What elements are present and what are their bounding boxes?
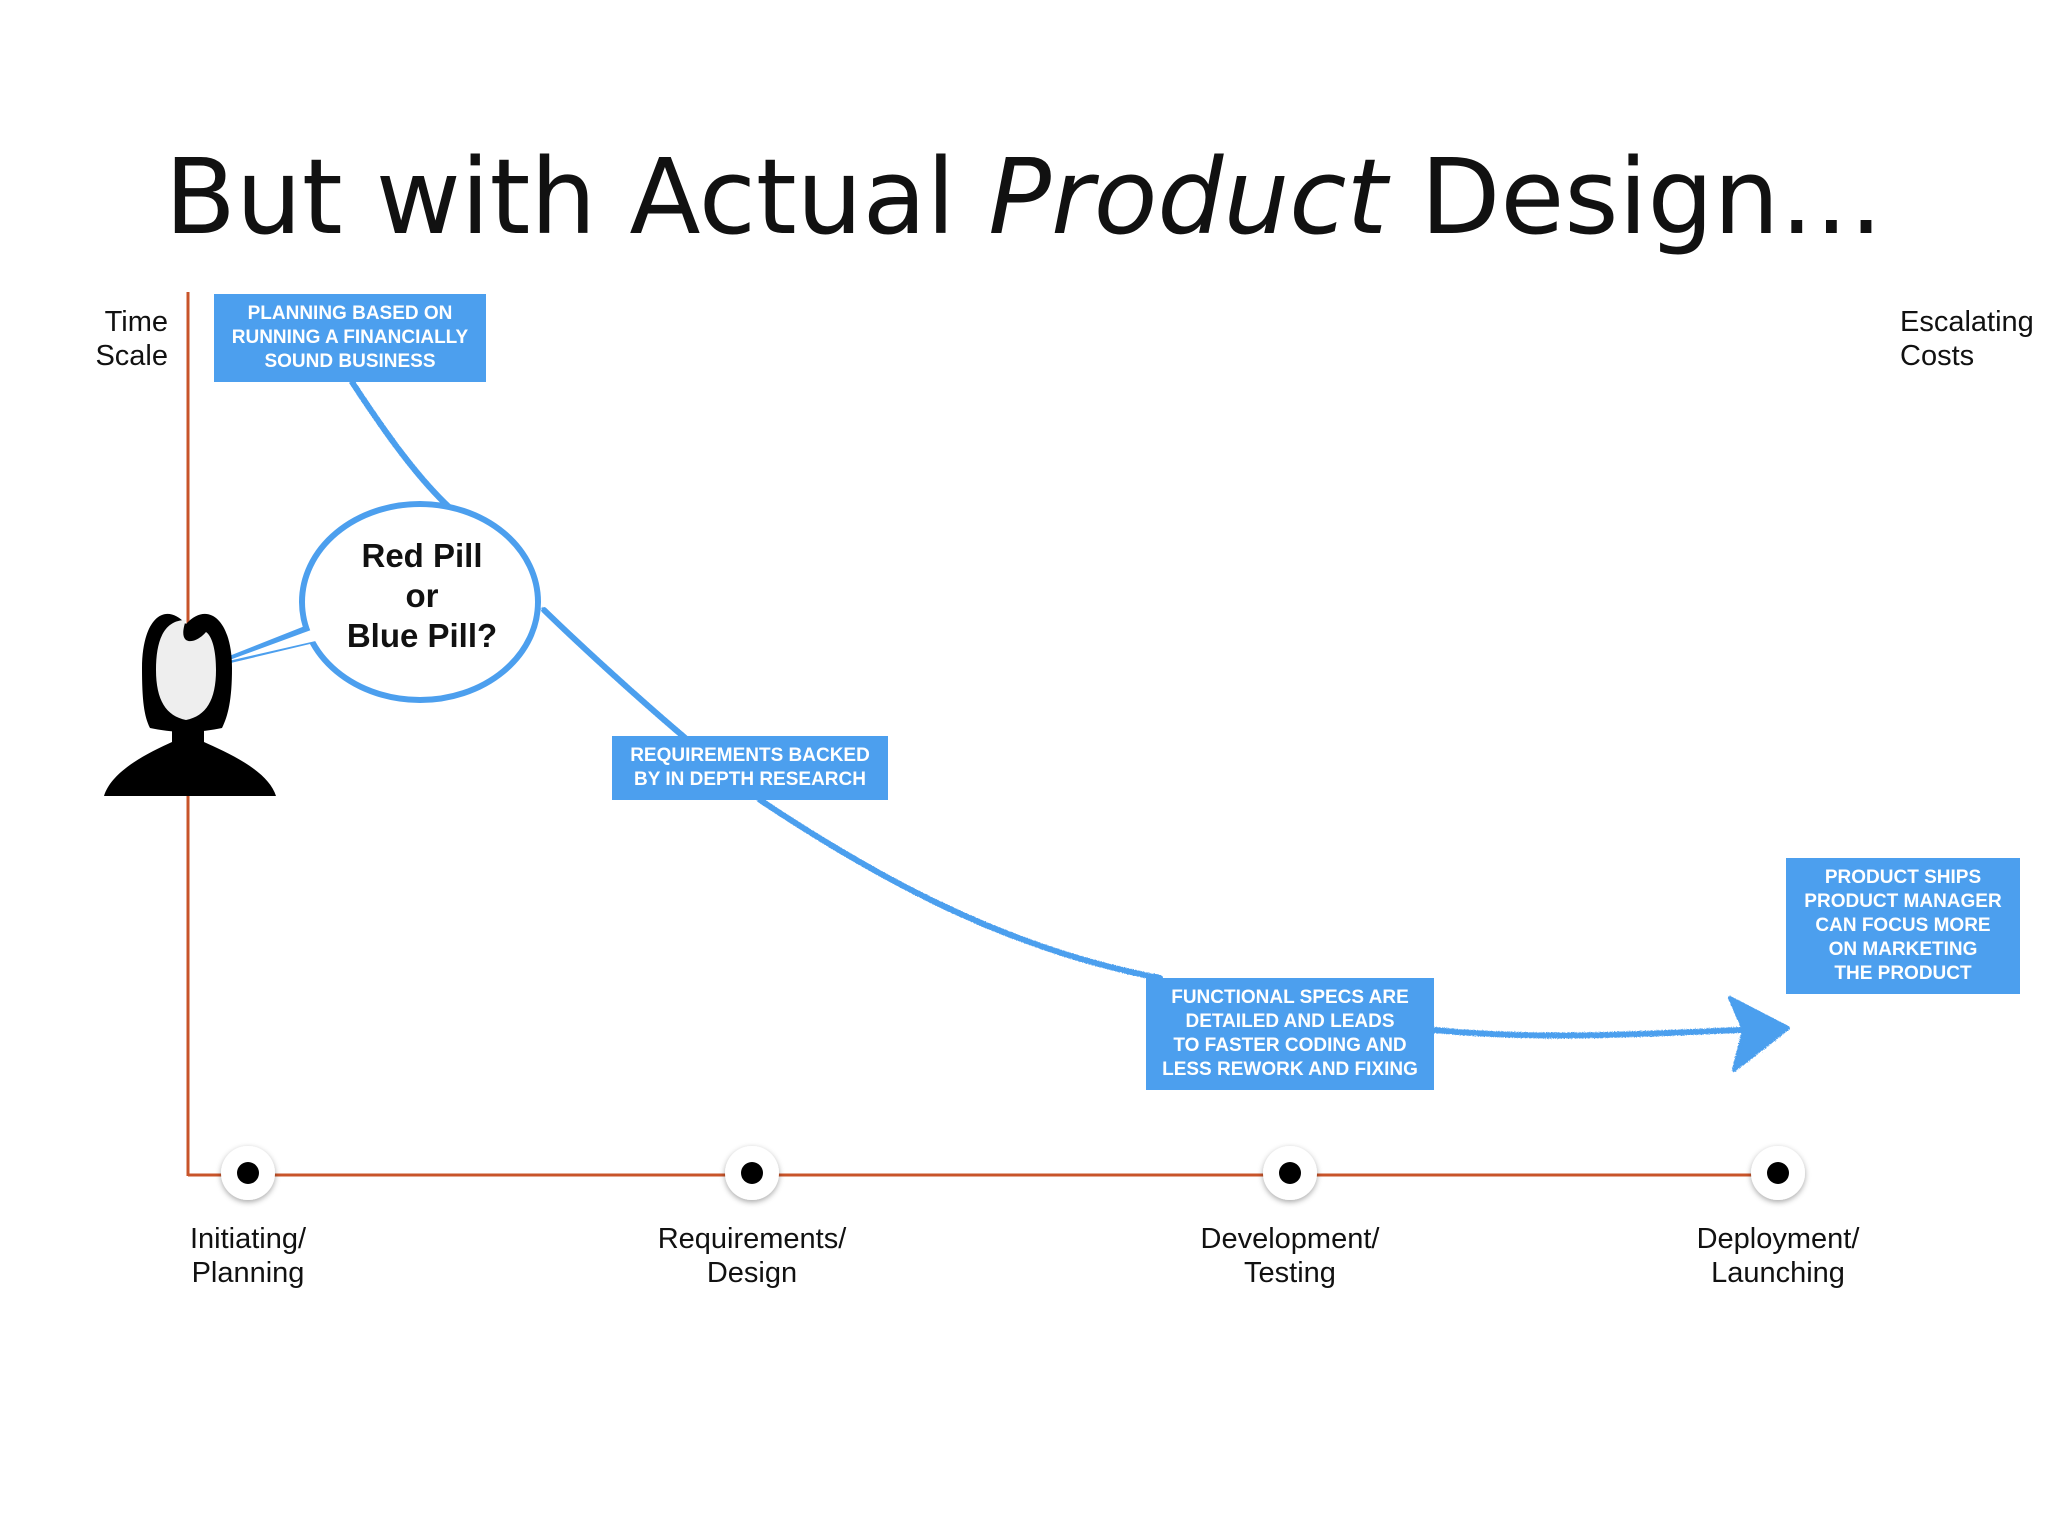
bubble-line: Red Pill xyxy=(361,537,483,574)
title-emphasis: Product xyxy=(988,136,1388,258)
milestone-label-line1: Deployment/ xyxy=(1696,1223,1860,1255)
bubble-line: Blue Pill? xyxy=(346,617,498,654)
callout-requirements: REQUIREMENTS BACKED BY IN DEPTH RESEARCH xyxy=(612,736,888,800)
milestone-label-line1: Requirements/ xyxy=(657,1223,847,1255)
milestone-dot-icon[interactable] xyxy=(725,1146,779,1200)
milestone-label-line2: Testing xyxy=(1244,1257,1336,1289)
callout-line: TO FASTER CODING AND xyxy=(1173,1035,1407,1056)
callout-line: RUNNING A FINANCIALLY xyxy=(231,327,469,348)
milestone-dot-icon[interactable] xyxy=(221,1146,275,1200)
y-axis-label-line2: Scale xyxy=(95,340,168,372)
callout-line: CAN FOCUS MORE xyxy=(1815,915,1991,936)
milestone-dot-icon[interactable] xyxy=(1263,1146,1317,1200)
arrow-head-icon xyxy=(1728,996,1790,1072)
callout-line: DETAILED AND LEADS xyxy=(1185,1011,1395,1032)
person-icon xyxy=(104,613,276,796)
callout-line: PRODUCT MANAGER xyxy=(1804,891,2002,912)
callout-line: LESS REWORK AND FIXING xyxy=(1162,1059,1418,1080)
title-end: Design… xyxy=(1387,136,1884,258)
escalating-costs-label: Escalating Costs xyxy=(1900,305,2034,373)
milestone-label-development: Development/ Testing xyxy=(1150,1222,1430,1290)
milestone-label-line2: Design xyxy=(706,1257,798,1289)
milestone-label-line1: Development/ xyxy=(1200,1223,1380,1255)
cost-curve xyxy=(349,379,1790,1072)
callout-line: BY IN DEPTH RESEARCH xyxy=(634,769,866,790)
milestone-label-planning: Initiating/ Planning xyxy=(108,1222,388,1290)
callout-planning: PLANNING BASED ON RUNNING A FINANCIALLY … xyxy=(214,294,486,382)
callout-line: SOUND BUSINESS xyxy=(264,351,436,372)
milestone-label-deployment: Deployment/ Launching xyxy=(1638,1222,1918,1290)
callout-line: ON MARKETING xyxy=(1828,939,1978,960)
y-axis-label-line1: Time xyxy=(104,306,168,338)
callout-product-ships: PRODUCT SHIPS PRODUCT MANAGER CAN FOCUS … xyxy=(1786,858,2020,994)
callout-line: THE PRODUCT xyxy=(1834,963,1972,984)
milestone-label-line2: Planning xyxy=(191,1257,305,1289)
slide-title: But with Actual Product Design… xyxy=(0,132,2048,262)
escalating-costs-line1: Escalating xyxy=(1900,306,2034,338)
milestone-label-line1: Initiating/ xyxy=(189,1223,307,1255)
speech-bubble-text: Red Pill or Blue Pill? xyxy=(318,536,526,656)
milestone-dot-icon[interactable] xyxy=(1751,1146,1805,1200)
milestone-label-line2: Launching xyxy=(1711,1257,1845,1289)
title-start: But with Actual xyxy=(164,136,989,258)
milestone-dots xyxy=(221,1146,1805,1200)
milestone-label-requirements: Requirements/ Design xyxy=(612,1222,892,1290)
callout-line: PRODUCT SHIPS xyxy=(1824,867,1982,888)
callout-line: PLANNING BASED ON xyxy=(247,303,453,324)
speech-bubble xyxy=(219,501,541,703)
escalating-costs-line2: Costs xyxy=(1900,340,1975,372)
y-axis-label: Time Scale xyxy=(72,305,168,373)
bubble-line: or xyxy=(405,577,439,614)
callout-line: FUNCTIONAL SPECS ARE xyxy=(1171,987,1409,1008)
callout-functional-specs: FUNCTIONAL SPECS ARE DETAILED AND LEADS … xyxy=(1146,978,1434,1090)
callout-line: REQUIREMENTS BACKED xyxy=(630,745,870,766)
